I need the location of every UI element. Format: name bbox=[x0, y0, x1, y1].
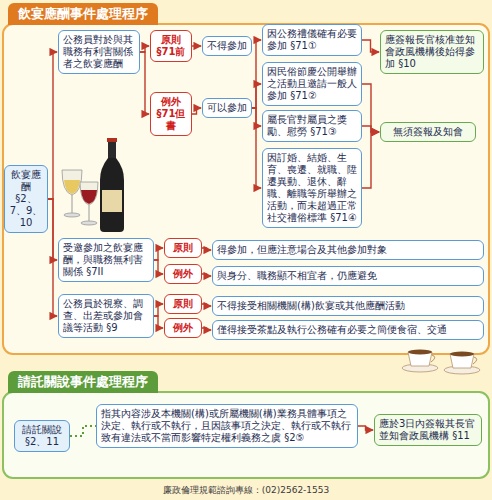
rule-box: 例外 bbox=[164, 318, 202, 338]
flow-arrow bbox=[362, 40, 379, 52]
node-text: 應簽報長官核准並知會政風機構後始得參加 §10 bbox=[385, 34, 479, 70]
rule-box: 原則 bbox=[164, 238, 202, 258]
flow-arrow bbox=[192, 108, 201, 114]
node-text: 指其內容涉及本機關(構)或所屬機關(構)業務具體事項之決定、執行或不執行，且因該… bbox=[101, 408, 353, 444]
condition-box: 因公務禮儀確有必要參加 §71① bbox=[262, 24, 362, 56]
result-box: 應簽報長官核准並知會政風機構後始得參加 §10 bbox=[380, 30, 484, 74]
flow-arrow bbox=[252, 84, 261, 108]
node-text: 公務員於視察、調查、出差或參加會議等活動 §9 bbox=[63, 298, 149, 334]
flow-arrow bbox=[154, 260, 163, 274]
node-text: 原則 bbox=[155, 34, 187, 46]
node-text: 飲宴應酬 bbox=[9, 169, 43, 193]
condition-box: 因民俗節慶公開舉辦之活動且邀請一般人參加 §71② bbox=[262, 62, 362, 106]
node-text: 屬長官對屬員之獎勵、慰勞 §71③ bbox=[267, 114, 357, 138]
node-text: 不得參加 bbox=[207, 40, 247, 52]
node-text: 得參加，但應注意場合及其他參加對象 bbox=[217, 244, 479, 256]
result-box: 僅得接受茶點及執行公務確有必要之簡便食宿、交通 bbox=[212, 320, 484, 340]
flow-arrow bbox=[154, 248, 163, 260]
result-box: 無須簽報及知會 bbox=[380, 122, 476, 142]
rule-box: 例外§71但書 bbox=[150, 92, 192, 136]
node-text: 因民俗節慶公開舉辦之活動且邀請一般人參加 §71② bbox=[267, 66, 357, 102]
node-text: 例外 bbox=[169, 322, 197, 334]
result-box: 應於3日內簽報其長官並知會政風機構 §11 bbox=[374, 414, 482, 446]
flow-arrow bbox=[192, 45, 201, 46]
result-box: 得參加，但應注意場合及其他參加對象 bbox=[212, 240, 484, 260]
node-text: 因公務禮儀確有必要參加 §71① bbox=[267, 28, 357, 52]
process-box: 公務員於視察、調查、出差或參加會議等活動 §9 bbox=[58, 294, 154, 338]
condition-box: 因訂婚、結婚、生育、喪遷、就職、陞遷異動、退休、辭職、離職等所舉辦之活動，而未超… bbox=[262, 148, 362, 228]
flow-arrow bbox=[70, 426, 96, 436]
node-text: §2、11 bbox=[19, 436, 65, 448]
topic-box: 飲宴應酬§2、7、9、10 bbox=[4, 165, 48, 233]
flow-arrow bbox=[154, 304, 163, 316]
bottom-panel bbox=[3, 392, 489, 478]
node-text: 公務員對於與其職務有利害關係者之飲宴應酬 bbox=[63, 34, 135, 70]
hotline-note: 廉政倫理規範諮詢專線：(02)2562-1553 bbox=[0, 484, 492, 497]
result-box: 可以參加 bbox=[202, 98, 252, 118]
condition-box: 屬長官對屬員之獎勵、慰勞 §71③ bbox=[262, 110, 362, 142]
flow-arrow bbox=[252, 40, 261, 108]
wine-illustration bbox=[62, 138, 124, 232]
node-text: §71但書 bbox=[155, 108, 187, 132]
section-title: 飲宴應酬事件處理程序 bbox=[8, 3, 158, 25]
flow-arrow bbox=[48, 52, 57, 199]
flow-arrow bbox=[202, 328, 211, 330]
process-box: 受邀參加之飲宴應酬，與職務無利害關係 §7II bbox=[58, 238, 154, 282]
node-text: §71前 bbox=[155, 46, 187, 58]
flow-arrow bbox=[358, 426, 373, 430]
node-text: 與身分、職務顯不相宜者，仍應避免 bbox=[217, 270, 479, 282]
node-text: 無須簽報及知會 bbox=[385, 126, 471, 138]
result-box: 與身分、職務顯不相宜者，仍應避免 bbox=[212, 266, 484, 286]
result-box: 不得參加 bbox=[202, 36, 252, 56]
definition-box: 指其內容涉及本機關(構)或所屬機關(構)業務具體事項之決定、執行或不執行，且因該… bbox=[96, 404, 358, 448]
flow-arrow bbox=[202, 274, 211, 276]
flow-arrow bbox=[202, 248, 211, 250]
node-text: 原則 bbox=[169, 298, 197, 310]
section-title: 請託關說事件處理程序 bbox=[8, 371, 158, 393]
coffee-illustration bbox=[402, 350, 480, 375]
node-text: 因訂婚、結婚、生育、喪遷、就職、陞遷異動、退休、辭職、離職等所舉辦之活動，而未超… bbox=[267, 152, 357, 224]
node-text: 請託關說 bbox=[19, 424, 65, 436]
node-text: 僅得接受茶點及執行公務確有必要之簡便食宿、交通 bbox=[217, 324, 479, 336]
rule-box: 原則 bbox=[164, 294, 202, 314]
node-text: 受邀參加之飲宴應酬，與職務無利害關係 §7II bbox=[63, 242, 149, 278]
rule-box: 原則§71前 bbox=[150, 30, 192, 62]
topic-box: 請託關說§2、11 bbox=[14, 420, 70, 452]
flow-arrow bbox=[362, 126, 379, 132]
node-text: 應於3日內簽報其長官並知會政風機構 §11 bbox=[379, 418, 477, 442]
flow-arrow bbox=[362, 84, 379, 132]
top-panel bbox=[3, 24, 489, 354]
flow-arrow bbox=[140, 46, 149, 52]
node-text: §2、7、9、10 bbox=[9, 193, 43, 229]
node-text: 原則 bbox=[169, 242, 197, 254]
process-box: 公務員對於與其職務有利害關係者之飲宴應酬 bbox=[58, 30, 140, 74]
flow-arrow bbox=[140, 52, 149, 114]
node-text: 可以參加 bbox=[207, 102, 247, 114]
node-text: 不得接受相關機關(構)飲宴或其他應酬活動 bbox=[217, 300, 479, 312]
flow-arrow bbox=[202, 304, 211, 306]
node-text: 例外 bbox=[169, 268, 197, 280]
flow-arrow bbox=[154, 316, 163, 328]
rule-box: 例外 bbox=[164, 264, 202, 284]
flow-arrow bbox=[362, 132, 379, 188]
flow-arrow bbox=[48, 199, 57, 316]
flow-arrow bbox=[252, 108, 261, 188]
node-text: 例外 bbox=[155, 96, 187, 108]
result-box: 不得接受相關機關(構)飲宴或其他應酬活動 bbox=[212, 296, 484, 316]
